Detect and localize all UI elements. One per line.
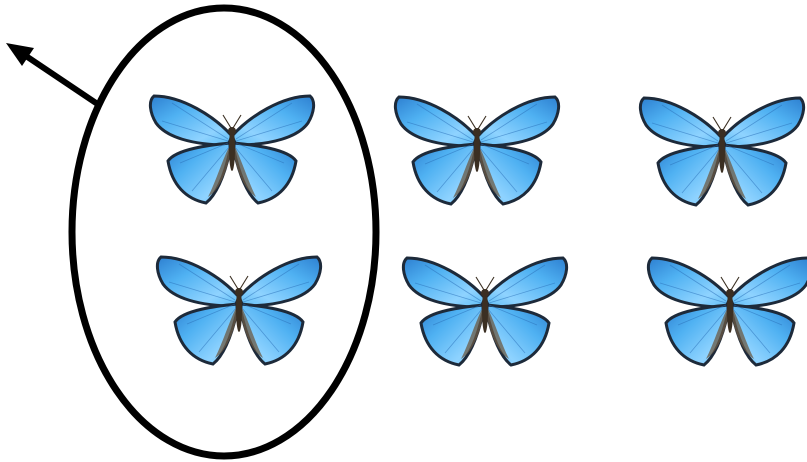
butterfly-icon: [395, 97, 558, 204]
butterfly-icon: [403, 258, 566, 365]
group-ellipse-outline: [72, 8, 376, 456]
butterfly-icon: [648, 258, 807, 365]
butterfly-icon: [640, 98, 803, 205]
butterfly-icon: [157, 257, 320, 364]
arrow-icon: [6, 43, 96, 103]
butterfly-icon: [150, 96, 313, 203]
